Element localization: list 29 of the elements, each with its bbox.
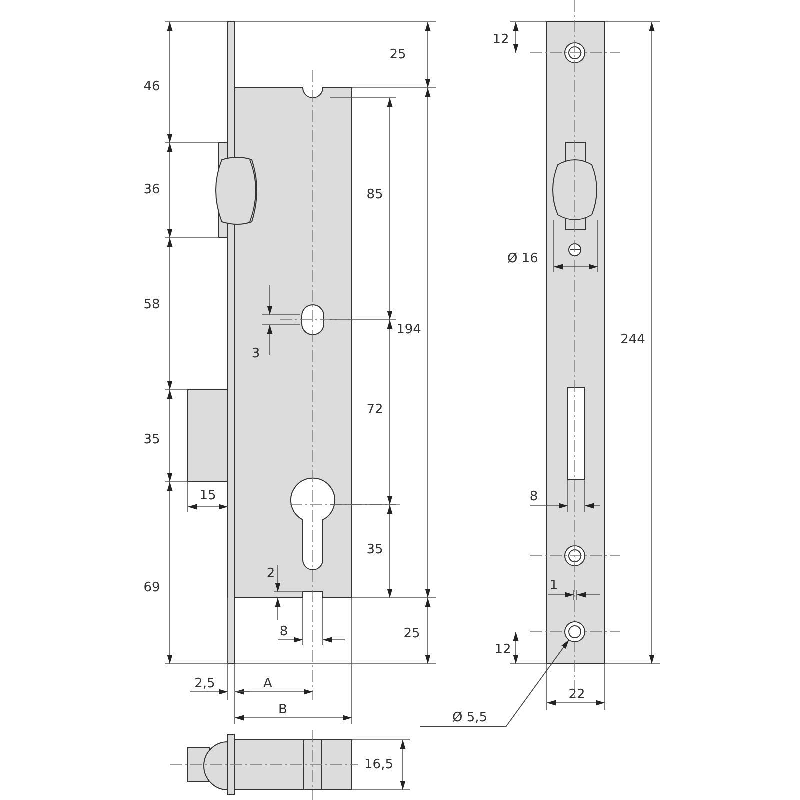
dimension-label: 15: [200, 490, 216, 502]
diameter-label: Ø 5,5: [452, 712, 488, 724]
dimension-label: 22: [568, 688, 586, 702]
dimension-label: 35: [144, 434, 160, 446]
dimension-label: 36: [144, 184, 160, 196]
dimension-label: 8: [530, 490, 538, 504]
dimension-label: 85: [366, 188, 384, 202]
dimension-label: 2,5: [194, 678, 216, 690]
dimension-label: 2: [266, 568, 276, 580]
dimension-label: B: [278, 704, 288, 716]
dimension-label: 69: [144, 582, 160, 594]
leader-line: [420, 640, 570, 728]
dimension-label: 244: [620, 334, 646, 346]
dimension-label: 58: [144, 298, 160, 312]
dimension-label: 3: [252, 348, 260, 360]
dimension-label: Ø 16: [508, 252, 538, 266]
dimension-label: A: [264, 678, 272, 690]
dimension-label: 25: [390, 48, 406, 62]
dimension-label: 8: [280, 626, 288, 638]
dimension-label: 35: [366, 544, 384, 556]
dimension-label: 72: [366, 404, 384, 416]
screw-hole: [564, 622, 586, 642]
dimension-label: 12: [492, 34, 510, 46]
dimension-label: 1: [550, 580, 558, 592]
dimension-label: 12: [494, 644, 512, 656]
dimension-label: 25: [404, 628, 420, 640]
dimension-label: 194: [396, 324, 422, 336]
dimension-label: 46: [144, 80, 160, 94]
dimension-label: 16,5: [364, 758, 394, 772]
